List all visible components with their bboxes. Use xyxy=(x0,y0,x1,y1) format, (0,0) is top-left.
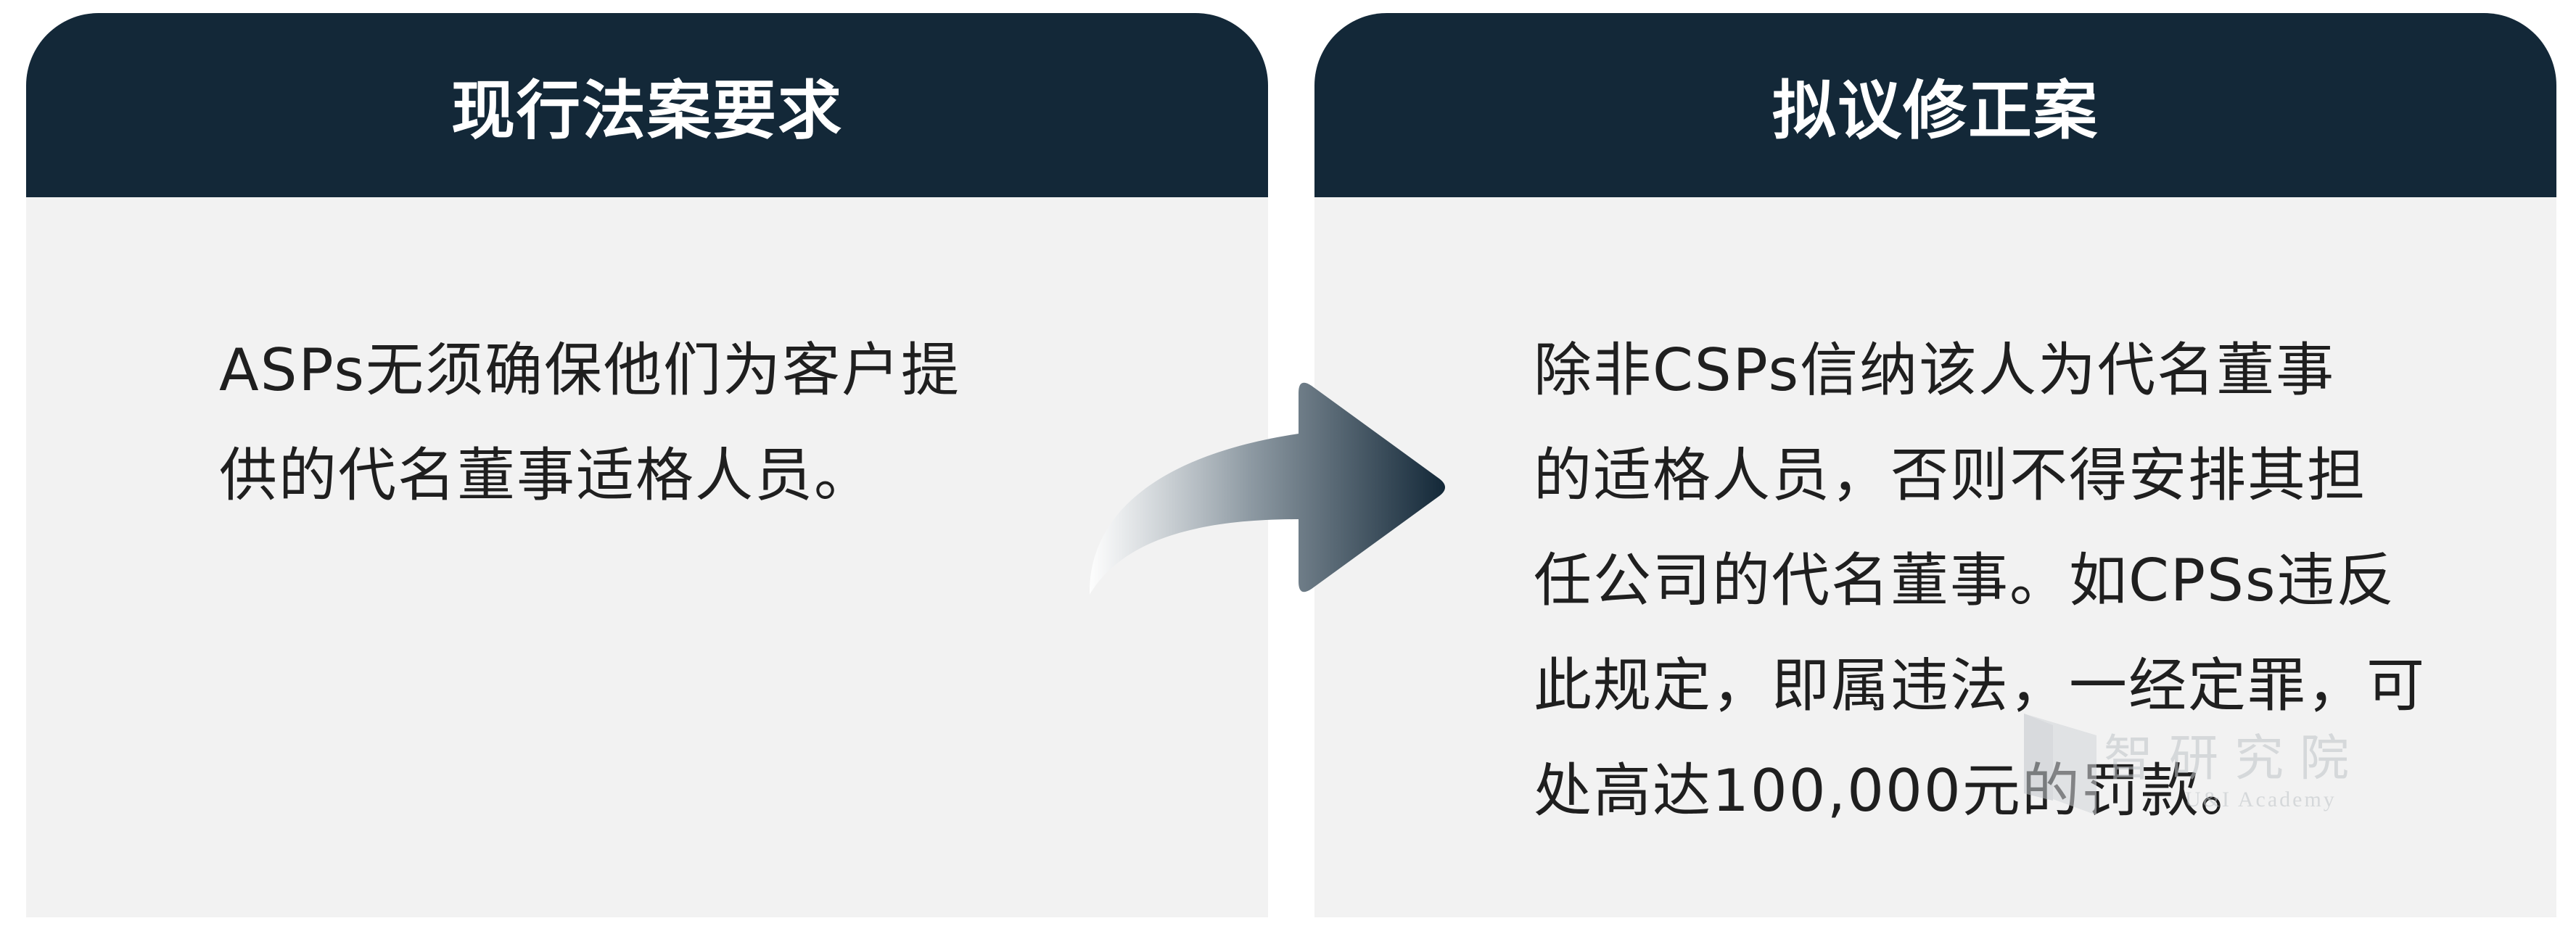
proposed-amendment-line: 处高达100,000元的罚款。 xyxy=(1534,757,2260,825)
proposed-amendment-line: 任公司的代名董事。如CPSs违反 xyxy=(1534,547,2396,614)
academy-watermark: 智研究院 U&I Academy xyxy=(2024,714,2430,822)
watermark-subtitle: U&I Academy xyxy=(2185,788,2337,811)
proposed-amendment-line: 此规定，即属违法，一经定罪，可 xyxy=(1534,652,2426,719)
current-law-line: 供的代名董事适格人员。 xyxy=(219,442,873,509)
watermark-name: 智研究院 xyxy=(2104,730,2366,788)
proposed-amendment-line: 除非CSPs信纳该人为代名董事 xyxy=(1534,336,2336,404)
current-law-header: 现行法案要求 xyxy=(26,13,1268,197)
proposed-amendment-line: 的适格人员，否则不得安排其担 xyxy=(1534,442,2366,509)
proposed-amendment-header: 拟议修正案 xyxy=(1314,13,2556,197)
academy-logo-icon xyxy=(2024,714,2096,815)
current-law-text: ASPs无须确保他们为客户提 供的代名董事适格人员。 xyxy=(219,318,960,528)
proposed-amendment-card: 拟议修正案 除非CSPs信纳该人为代名董事 的适格人员，否则不得安排其担 任公司… xyxy=(1314,13,2556,917)
curved-arrow-icon xyxy=(1089,382,1445,595)
current-law-line: ASPs无须确保他们为客户提 xyxy=(219,336,961,404)
current-law-card: 现行法案要求 ASPs无须确保他们为客户提 供的代名董事适格人员。 xyxy=(26,13,1268,917)
proposed-amendment-text: 除非CSPs信纳该人为代名董事 的适格人员，否则不得安排其担 任公司的代名董事。… xyxy=(1534,318,2426,843)
